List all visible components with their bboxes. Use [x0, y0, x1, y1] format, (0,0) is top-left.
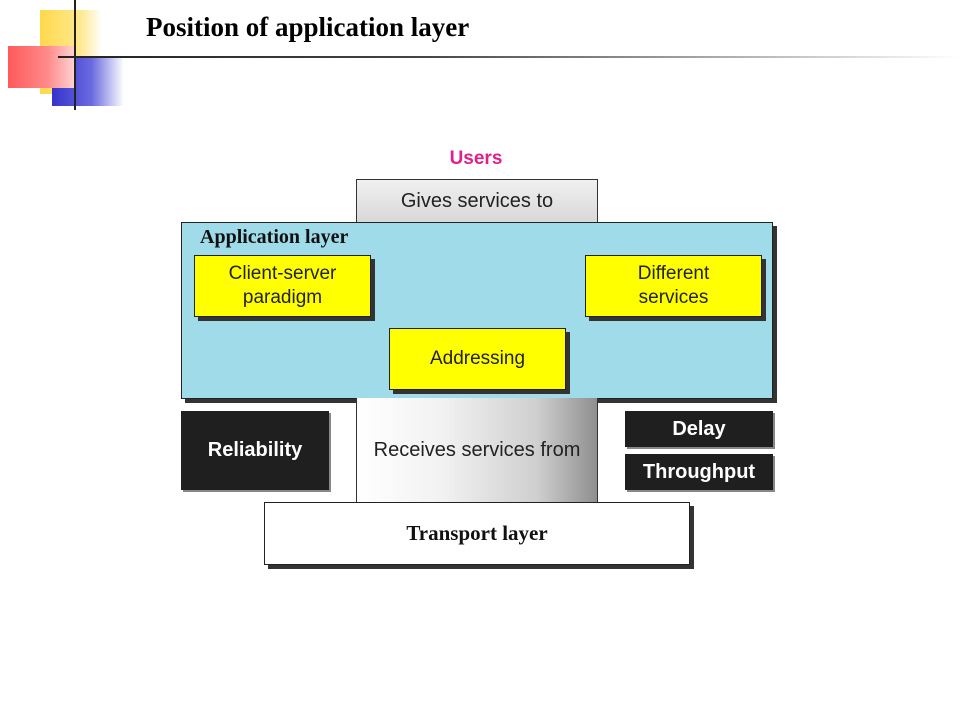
- delay-box: Delay: [625, 411, 773, 447]
- addressing-text: Addressing: [429, 348, 526, 370]
- gives-services-box: Gives services to: [356, 179, 598, 224]
- transport-layer-box: Transport layer: [264, 502, 690, 565]
- decor-horizontal-line: [58, 56, 960, 58]
- addressing-box: Addressing: [389, 328, 566, 390]
- receives-services-text: Receives services from: [373, 438, 581, 461]
- slide-title: Position of application layer: [146, 12, 470, 42]
- gives-services-text: Gives services to: [400, 190, 554, 212]
- throughput-text: Throughput: [642, 460, 756, 483]
- decor-vertical-line: [74, 0, 76, 110]
- application-layer-label: Application layer: [200, 226, 349, 248]
- transport-layer-text: Transport layer: [406, 521, 548, 545]
- reliability-box: Reliability: [181, 411, 329, 490]
- client-server-text: Client-server paradigm: [228, 263, 337, 308]
- users-label: Users: [449, 148, 503, 169]
- delay-text: Delay: [672, 417, 726, 440]
- different-services-text: Different services: [637, 263, 710, 308]
- reliability-text: Reliability: [207, 439, 303, 461]
- throughput-box: Throughput: [625, 454, 773, 490]
- different-services-box: Different services: [585, 255, 762, 317]
- decor-red-square: [8, 46, 74, 88]
- client-server-box: Client-server paradigm: [194, 255, 371, 317]
- receives-services-box: Receives services from: [356, 398, 598, 502]
